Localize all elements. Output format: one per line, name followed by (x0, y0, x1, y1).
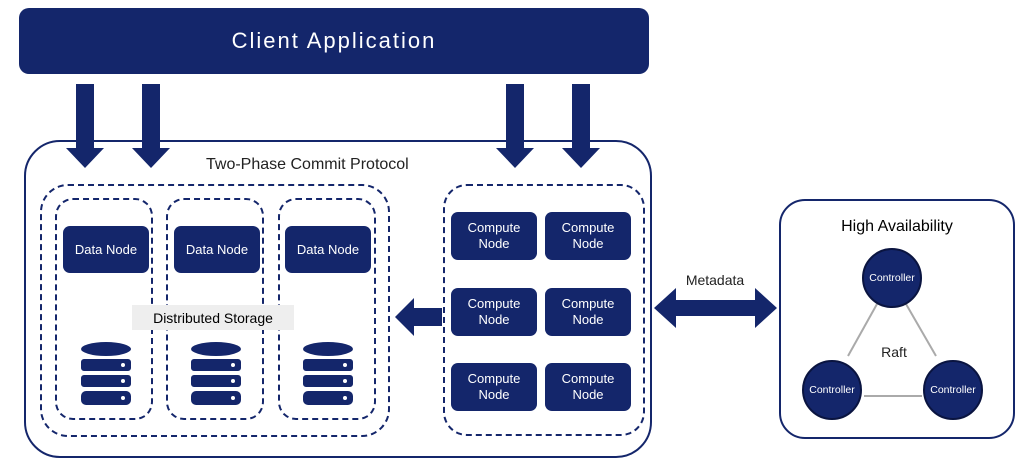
storage-group (40, 184, 390, 437)
compute-node-label-line2: Node (572, 387, 604, 402)
data-node-3: Data Node (285, 226, 371, 273)
compute-node-label-line1: Compute (467, 296, 521, 311)
protocol-label: Two-Phase Commit Protocol (206, 156, 409, 173)
raft-label: Raft (881, 344, 907, 360)
distributed-storage-text: Distributed Storage (153, 309, 273, 326)
compute-node-label-line2: Node (572, 236, 604, 251)
compute-node-label-line2: Node (478, 312, 510, 327)
controller-node-left: Controller (802, 360, 862, 420)
compute-node-label-line1: Compute (561, 371, 615, 386)
distributed-storage-label: Distributed Storage (132, 305, 294, 330)
system-container (24, 140, 652, 458)
down-arrow-icon (66, 84, 104, 168)
controller-label: Controller (809, 384, 855, 396)
database-icon (301, 340, 355, 407)
controller-label: Controller (869, 272, 915, 284)
down-arrow-icon (562, 84, 600, 168)
metadata-label: Metadata (685, 272, 745, 288)
database-icon (79, 340, 133, 407)
client-application-bar: Client Application (19, 8, 649, 74)
down-arrow-icon (132, 84, 170, 168)
high-availability-box (779, 199, 1015, 439)
compute-node-label-line2: Node (478, 236, 510, 251)
double-arrow-icon (654, 288, 777, 328)
data-node-2: Data Node (174, 226, 260, 273)
down-arrow-icon (496, 84, 534, 168)
raft-links (847, 303, 937, 397)
data-node-label: Data Node (296, 241, 360, 257)
data-node-label: Data Node (74, 241, 138, 257)
compute-node-label-line2: Node (478, 387, 510, 402)
data-node-1: Data Node (63, 226, 149, 273)
compute-node-label-line1: Compute (561, 220, 615, 235)
controller-node-top: Controller (862, 248, 922, 308)
controller-node-right: Controller (923, 360, 983, 420)
compute-node-label-line1: Compute (467, 371, 521, 386)
client-application-title: Client Application (231, 28, 437, 53)
controller-label: Controller (930, 384, 976, 396)
left-arrow-icon (395, 298, 442, 336)
compute-node-label-line1: Compute (561, 296, 615, 311)
compute-node-label-line2: Node (572, 312, 604, 327)
high-availability-title: High Availability (841, 218, 953, 235)
database-icon (189, 340, 243, 407)
data-node-label: Data Node (185, 241, 249, 257)
compute-node-label-line1: Compute (467, 220, 521, 235)
compute-group (443, 184, 645, 436)
